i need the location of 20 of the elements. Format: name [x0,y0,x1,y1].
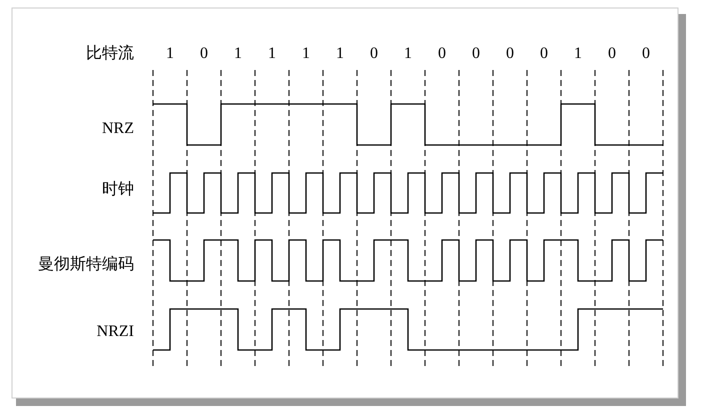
row-label: 时钟 [102,181,134,199]
bit-value: 0 [369,45,379,63]
bit-value: 0 [437,45,447,63]
row-label: 比特流 [86,45,134,63]
row-label: NRZ [102,120,134,138]
bit-value: 0 [471,45,481,63]
bit-value: 1 [165,45,175,63]
bit-value: 1 [267,45,277,63]
bit-value: 0 [539,45,549,63]
bit-value: 1 [233,45,243,63]
bit-value: 0 [641,45,651,63]
bit-value: 0 [505,45,515,63]
row-label: 曼彻斯特编码 [38,256,134,274]
bit-value: 1 [403,45,413,63]
bit-value: 0 [607,45,617,63]
bit-value: 0 [199,45,209,63]
bit-value: 1 [301,45,311,63]
bit-value: 1 [573,45,583,63]
bit-value: 1 [335,45,345,63]
row-label: NRZI [96,323,134,341]
